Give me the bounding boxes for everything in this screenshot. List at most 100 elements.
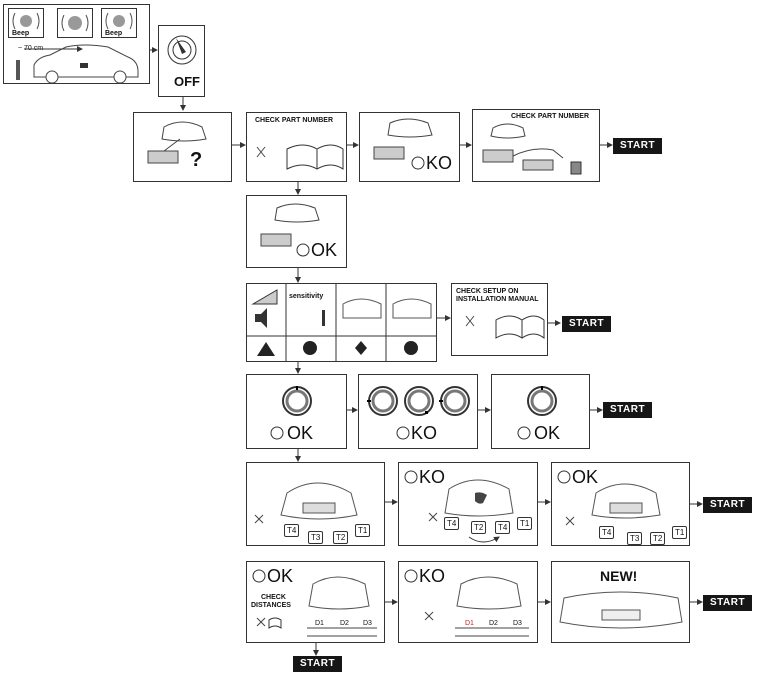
question-mark: ? — [190, 149, 203, 171]
start-button[interactable]: START — [613, 138, 663, 154]
key-off-icon — [167, 35, 197, 65]
check-part-number-label: CHECK PART NUMBER — [511, 113, 590, 120]
bumper-icon — [404, 470, 514, 543]
happy-face-icon — [252, 569, 266, 583]
car-icon — [16, 44, 139, 84]
check-part-number-panel: CHECK PART NUMBER — [246, 112, 347, 182]
ko-label: KO — [419, 566, 446, 586]
sensor-tag-t4: T4 — [284, 524, 300, 537]
warning-icon — [257, 342, 275, 356]
distance-tag-d3: D3 — [363, 620, 372, 627]
sad-face-icon — [404, 569, 418, 583]
car-icon — [147, 121, 207, 164]
sensor-tag-t4: T4 — [444, 517, 460, 530]
muted-sound-icon — [256, 146, 266, 158]
sensor-tag-t3: T3 — [308, 531, 324, 544]
start-button[interactable]: START — [703, 497, 753, 513]
settings-grid — [247, 284, 436, 361]
beep-zone-3: Beep — [101, 8, 137, 38]
bumper-icon — [557, 470, 661, 526]
ok-label: OK — [311, 240, 338, 260]
beep-label: Beep — [12, 30, 30, 37]
wiring-icon — [482, 123, 582, 175]
bumper-icon — [252, 569, 377, 637]
start-button[interactable]: START — [603, 402, 653, 418]
new-label: NEW! — [600, 568, 638, 584]
happy-face-icon — [557, 470, 571, 484]
sensor-tag-t4-swapped: T4 — [495, 521, 511, 534]
check-part-number-wiring-panel: CHECK PART NUMBER — [472, 109, 600, 182]
bumper-ok-panel: OK T4 T3 T2 T1 — [551, 462, 690, 546]
distance-tag-d2: D2 — [489, 620, 498, 627]
check-distances-line2: DISTANCES — [251, 602, 291, 609]
happy-face-icon — [270, 426, 284, 440]
bumper-icon — [254, 482, 358, 524]
sensor-tag-t1: T1 — [672, 526, 688, 539]
book-icon — [268, 617, 282, 629]
distance-tag-d2: D2 — [340, 620, 349, 627]
distance-tag-d1: D1 — [465, 620, 474, 627]
muted-sound-icon — [428, 512, 438, 522]
sensor-ok-panel-2: OK — [491, 374, 590, 449]
settings-grid-panel: sensitivity — [246, 283, 437, 362]
ok-label: OK — [534, 423, 561, 443]
sensor-tag-t1: T1 — [355, 524, 371, 537]
distance-tag-d3: D3 — [513, 620, 522, 627]
sensor-ko-panel: KO — [358, 374, 478, 449]
distance-tag-d1: D1 — [315, 620, 324, 627]
car-icon — [260, 203, 320, 257]
ok-label: OK — [572, 467, 599, 487]
beep-zone-1: Beep — [8, 8, 44, 38]
ignition-off-panel: OFF — [158, 25, 205, 97]
check-setup-panel: CHECK SETUP ON INSTALLATION MANUAL — [451, 283, 548, 356]
ko-unit-panel: KO — [359, 112, 460, 182]
start-button[interactable]: START — [562, 316, 612, 332]
sensor-tag-t3: T3 — [627, 532, 643, 545]
ok-label: OK — [267, 566, 294, 586]
ko-label: KO — [419, 467, 446, 487]
battery-icon — [570, 161, 582, 175]
muted-sound-icon — [424, 611, 434, 621]
volume-icon — [255, 308, 267, 328]
sensor-tag-t4: T4 — [599, 526, 615, 539]
ko-label: KO — [426, 153, 453, 173]
ok-label: OK — [287, 423, 314, 443]
sound-wave-icon — [12, 12, 40, 30]
beep-zone-2 — [57, 8, 93, 38]
sensor-ring-icon — [517, 386, 557, 440]
sensor-tag-t2: T2 — [471, 521, 487, 534]
happy-face-icon — [296, 243, 310, 257]
bumper-icon — [404, 569, 529, 637]
help-hex-icon — [303, 341, 317, 355]
sensor-tag-t2: T2 — [333, 531, 349, 544]
sad-face-icon — [404, 470, 418, 484]
sad-face-icon — [411, 156, 425, 170]
check-setup-line1: CHECK SETUP ON — [456, 288, 519, 295]
happy-face-icon — [517, 426, 531, 440]
sound-wave-icon — [105, 12, 133, 30]
check-distances-line1: CHECK — [261, 594, 286, 601]
muted-sound-icon — [254, 514, 264, 524]
bumper-icon — [342, 298, 382, 319]
sensor-ok-panel: OK — [246, 374, 347, 449]
sensor-tag-t2: T2 — [650, 532, 666, 545]
beep-zones-panel: Beep Beep ~ 70 cm — [3, 4, 150, 84]
new-bumper-panel: NEW! — [551, 561, 690, 643]
bumper-icon — [559, 591, 683, 629]
bumper-ko-swap-panel: KO T4 T2 T4 T1 — [398, 462, 538, 546]
start-button[interactable]: START — [293, 656, 343, 672]
sensor-tag-t1: T1 — [517, 517, 533, 530]
sound-wave-icon — [61, 14, 89, 32]
muted-sound-icon — [565, 516, 575, 526]
ok-unit-panel: OK — [246, 195, 347, 268]
sad-face-icon — [396, 426, 410, 440]
check-setup-line2: INSTALLATION MANUAL — [456, 296, 539, 303]
start-button[interactable]: START — [703, 595, 753, 611]
book-icon — [465, 315, 545, 340]
sensor-ring-icon — [367, 386, 470, 440]
distances-ko-panel: KO D1 D2 D3 — [398, 561, 538, 643]
check-distances-panel: OK CHECK DISTANCES D1 D2 D3 — [246, 561, 385, 643]
muted-sound-icon — [465, 315, 475, 327]
off-label: OFF — [174, 74, 200, 89]
sensitivity-label: sensitivity — [289, 293, 324, 300]
